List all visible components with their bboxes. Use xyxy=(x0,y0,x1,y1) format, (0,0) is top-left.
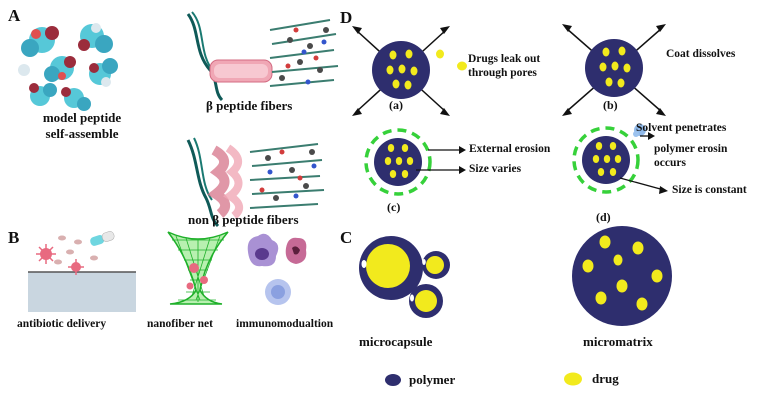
diagram-b-coat-dissolves xyxy=(562,24,666,116)
microcapsule-label: microcapsule xyxy=(359,334,433,349)
panel-letter-d: D xyxy=(340,8,353,27)
legend-polymer-label: polymer xyxy=(409,372,456,387)
panel-letter-b: B xyxy=(8,228,20,247)
caption-c: (c) xyxy=(387,200,401,214)
non-beta-fiber-illustration xyxy=(186,137,325,228)
legend-drug-label: drug xyxy=(592,371,619,386)
legend-swatches xyxy=(385,372,582,386)
antibiotic-delivery-label: antibiotic delivery xyxy=(17,318,107,330)
size-constant-text: Size is constant xyxy=(672,184,747,196)
micromatrix-illustration xyxy=(572,226,672,326)
panel-letter-c: C xyxy=(340,228,353,247)
model-peptide-label-line1: model peptide xyxy=(42,110,122,125)
nanofiber-net-label: nanofiber net xyxy=(147,318,213,330)
immune-cells-illustration xyxy=(247,233,307,305)
microcapsule-illustration xyxy=(359,236,450,318)
coat-dissolves-text: Coat dissolves xyxy=(666,48,736,60)
legend-polymer-swatch xyxy=(385,374,401,386)
non-beta-fibers-label: non β peptide fibers xyxy=(188,212,299,227)
panel-letter-a: A xyxy=(8,6,21,25)
caption-a: (a) xyxy=(389,98,403,112)
model-peptide-label-line2: self-assemble xyxy=(45,126,119,141)
beta-fibers-label: β peptide fibers xyxy=(206,98,293,113)
size-varies-text: Size varies xyxy=(469,163,522,175)
pores-text-line2: through pores xyxy=(468,67,537,79)
micromatrix-label: micromatrix xyxy=(583,334,653,349)
model-peptide-label: model peptide self-assemble xyxy=(22,110,142,142)
immunomodulation-label: immunomodualtion xyxy=(236,318,334,330)
external-erosion-text: External erosion xyxy=(469,143,551,155)
diagram-a-pores xyxy=(352,26,467,116)
diagram-d-bulk-erosion xyxy=(572,124,668,194)
beta-fiber-illustration xyxy=(186,11,339,102)
nanofiber-net-illustration xyxy=(167,231,229,305)
polymer-erosion-text-line2: occurs xyxy=(654,157,686,169)
legend-drug-swatch xyxy=(564,372,582,386)
polymer-erosion-text: polymer erosin occurs xyxy=(654,142,727,170)
caption-d: (d) xyxy=(596,210,611,224)
solvent-penetrates-text: Solvent penetrates xyxy=(636,122,727,134)
model-peptide-cluster xyxy=(18,23,118,111)
diagram-c-external-erosion xyxy=(364,128,466,196)
polymer-erosion-text-line1: polymer erosin xyxy=(654,143,728,155)
pores-text: Drugs leak out through pores xyxy=(468,52,540,80)
antibiotic-delivery-illustration xyxy=(28,231,136,312)
caption-b: (b) xyxy=(603,98,618,112)
pores-text-line1: Drugs leak out xyxy=(468,53,541,65)
